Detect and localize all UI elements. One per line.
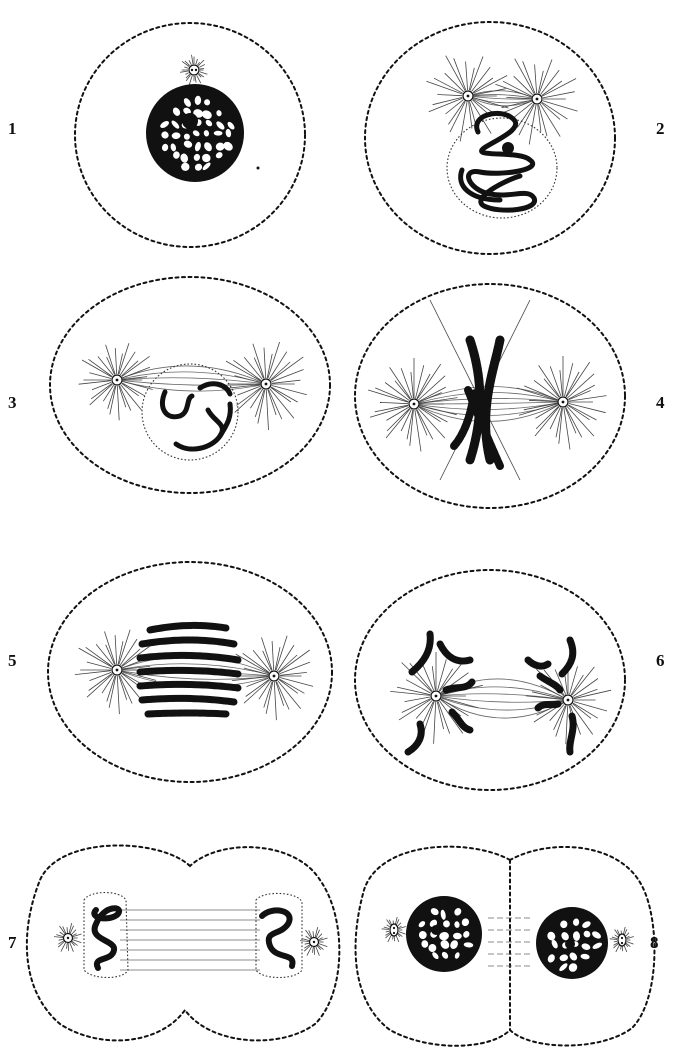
panel-label-1: 1	[8, 119, 17, 138]
cell-membrane	[356, 847, 655, 1046]
cell-membrane	[365, 22, 615, 254]
spindle-fibres	[117, 366, 266, 391]
daughter-nucleus	[536, 907, 608, 979]
metaphase-plate	[140, 625, 238, 714]
panel-label-5: 5	[8, 651, 17, 670]
centrosome	[368, 358, 457, 452]
panel-7: 7	[8, 845, 339, 1040]
centrosome	[222, 342, 307, 430]
centrosome	[382, 917, 406, 942]
centrosome	[54, 923, 82, 952]
daughter-nucleus	[256, 893, 302, 977]
nucleolus	[182, 113, 198, 129]
panel-label-8: 8	[650, 933, 659, 952]
centrosome	[610, 927, 634, 952]
panel-2: 2	[365, 22, 665, 254]
nucleolus	[502, 142, 514, 154]
panel-label-2: 2	[656, 119, 665, 138]
panel-5: 5	[8, 562, 332, 782]
panel-4: 4	[355, 284, 665, 508]
chromosomes	[430, 300, 530, 480]
cell-membrane	[355, 570, 625, 790]
centrosome	[180, 55, 207, 85]
panel-6: 6	[355, 570, 665, 790]
daughter-nucleus	[406, 896, 482, 972]
panel-1: 1	[8, 23, 305, 247]
panel-label-6: 6	[656, 651, 665, 670]
nucleus	[146, 84, 244, 182]
daughter-nucleus	[84, 893, 128, 978]
panel-label-4: 4	[656, 393, 665, 412]
spindle-remnant	[120, 910, 260, 970]
panel-8: 8	[356, 847, 659, 1046]
panel-label-3: 3	[8, 393, 17, 412]
centrosome	[232, 636, 313, 720]
panel-label-7: 7	[8, 933, 17, 952]
chromosomes	[162, 384, 230, 449]
centrosome	[79, 343, 153, 420]
panel-3: 3	[8, 277, 330, 493]
centrosome	[300, 927, 328, 956]
nuclear-membrane	[142, 364, 238, 460]
